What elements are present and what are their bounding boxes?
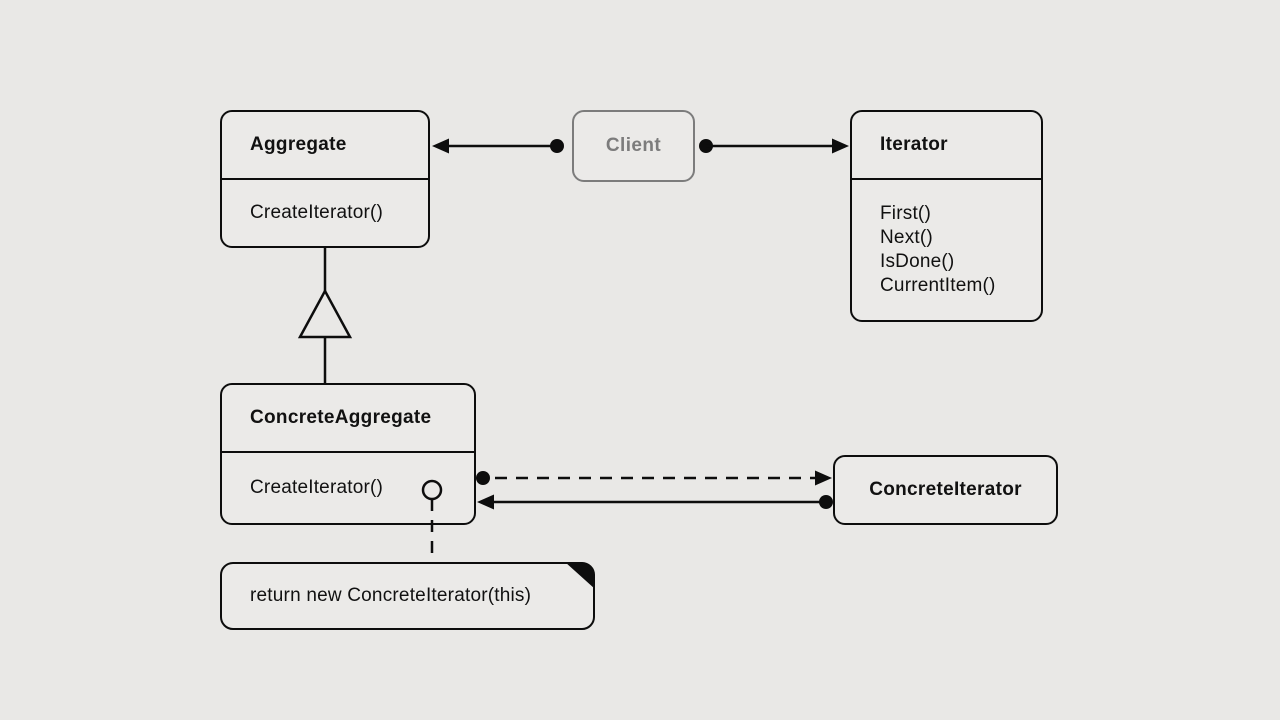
- line-end-dot: [550, 139, 564, 153]
- class-title-aggregate: Aggregate: [222, 112, 428, 180]
- association-client-iterator: [699, 138, 849, 154]
- arrowhead-right-icon: [832, 138, 849, 154]
- note-text: return new ConcreteIterator(this): [250, 585, 532, 606]
- hollow-triangle-icon: [297, 288, 353, 339]
- method-create-iterator-concrete: CreateIterator(): [250, 477, 384, 498]
- association-concreteiterator-concreteaggregate: [477, 494, 833, 510]
- association-client-aggregate: [432, 138, 564, 154]
- class-title-concrete-aggregate: ConcreteAggregate: [222, 385, 474, 453]
- class-iterator: Iterator First() Next() IsDone() Current…: [850, 110, 1043, 322]
- class-concrete-aggregate: ConcreteAggregate CreateIterator(): [220, 383, 476, 525]
- arrowhead-right-icon: [815, 470, 832, 486]
- method-currentitem: CurrentItem(): [880, 275, 996, 296]
- class-title-client: Client: [605, 135, 662, 156]
- class-title-concrete-iterator: ConcreteIterator: [869, 479, 1022, 500]
- method-isdone: IsDone(): [880, 251, 955, 272]
- method-create-iterator: CreateIterator(): [250, 202, 384, 223]
- method-next: Next(): [880, 227, 933, 248]
- method-first: First(): [880, 203, 931, 224]
- generalization-concreteaggregate-aggregate: [297, 248, 353, 383]
- arrowhead-left-icon: [432, 138, 449, 154]
- line-end-dot: [699, 139, 713, 153]
- class-client: Client: [572, 110, 695, 182]
- line-end-dot: [476, 471, 490, 485]
- class-title-iterator: Iterator: [852, 112, 1041, 180]
- class-aggregate: Aggregate CreateIterator(): [220, 110, 430, 248]
- note-folded-corner-icon: [565, 562, 595, 589]
- note-return-statement: return new ConcreteIterator(this): [220, 562, 595, 630]
- arrowhead-left-icon: [477, 494, 494, 510]
- line-end-dot: [819, 495, 833, 509]
- class-concrete-iterator: ConcreteIterator: [833, 455, 1058, 525]
- dependency-concreteaggregate-concreteiterator: [476, 470, 832, 486]
